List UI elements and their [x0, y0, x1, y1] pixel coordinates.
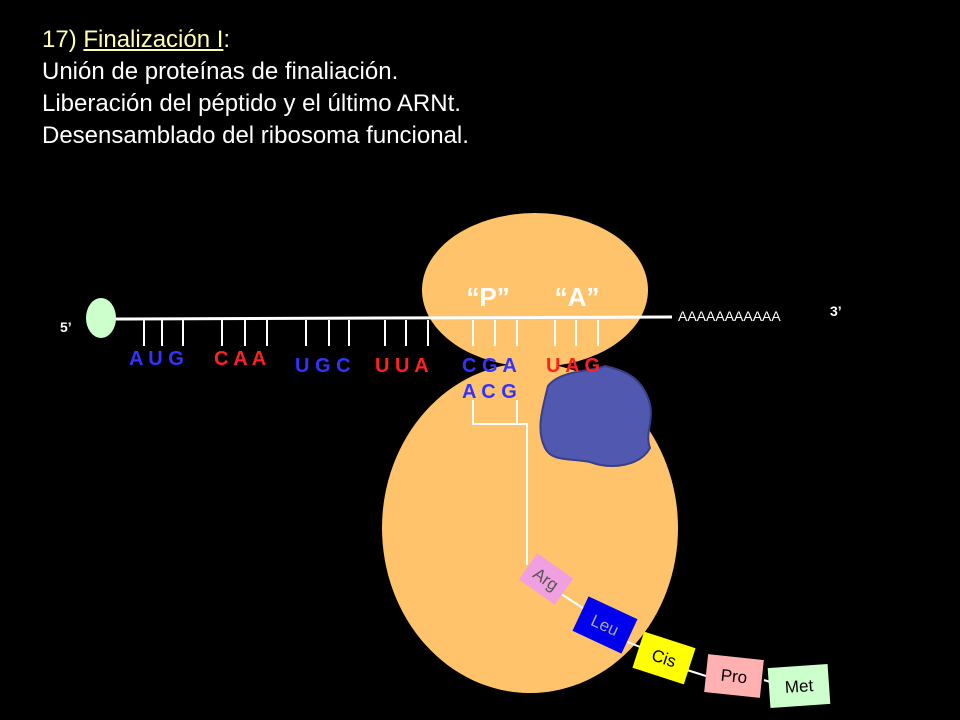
p-site-label: “P” [466, 282, 509, 312]
step-number: 17) [42, 26, 77, 53]
amino-acid-pro: Pro [704, 654, 764, 698]
description-line-3: Desensamblado del ribosoma funcional. [42, 122, 469, 149]
five-prime-label: 5’ [60, 319, 72, 335]
a-site-label: “A” [555, 282, 600, 312]
codon: U A G [546, 355, 600, 377]
codon: C G A [462, 355, 517, 377]
ribosome-small-subunit [422, 213, 648, 367]
poly-a-tail: AAAAAAAAAAA [678, 308, 781, 324]
amino-acid-cis: Cis [632, 631, 696, 685]
amino-acid-label: Met [784, 676, 814, 697]
description-line-1: Unión de proteínas de finaliación. [42, 58, 399, 85]
amino-acid-met: Met [767, 663, 831, 709]
amino-acid-leu: Leu [572, 596, 638, 654]
trna-connector [472, 400, 528, 565]
amino-acid-arg: Arg [518, 553, 574, 605]
codon: U G C [295, 355, 351, 377]
title-colon: : [223, 26, 231, 53]
step-subtitle: Finalización I [83, 26, 224, 53]
mrna-strand [111, 315, 673, 321]
title-line: 17) Finalización I: [42, 24, 469, 56]
title-block: 17) Finalización I: Unión de proteínas d… [42, 24, 469, 152]
trna-anticodon: A C G [462, 381, 517, 403]
mrna-cap [86, 298, 116, 338]
description-line-2: Liberación del péptido y el último ARNt. [42, 90, 461, 117]
codon: A U G [129, 348, 184, 370]
three-prime-label: 3’ [830, 303, 842, 319]
codon: C A A [214, 348, 266, 370]
amino-acid-label: Pro [720, 666, 748, 688]
codon: U U A [375, 355, 429, 377]
nucleotide-ticks [143, 320, 599, 346]
release-factor-protein [539, 364, 652, 467]
